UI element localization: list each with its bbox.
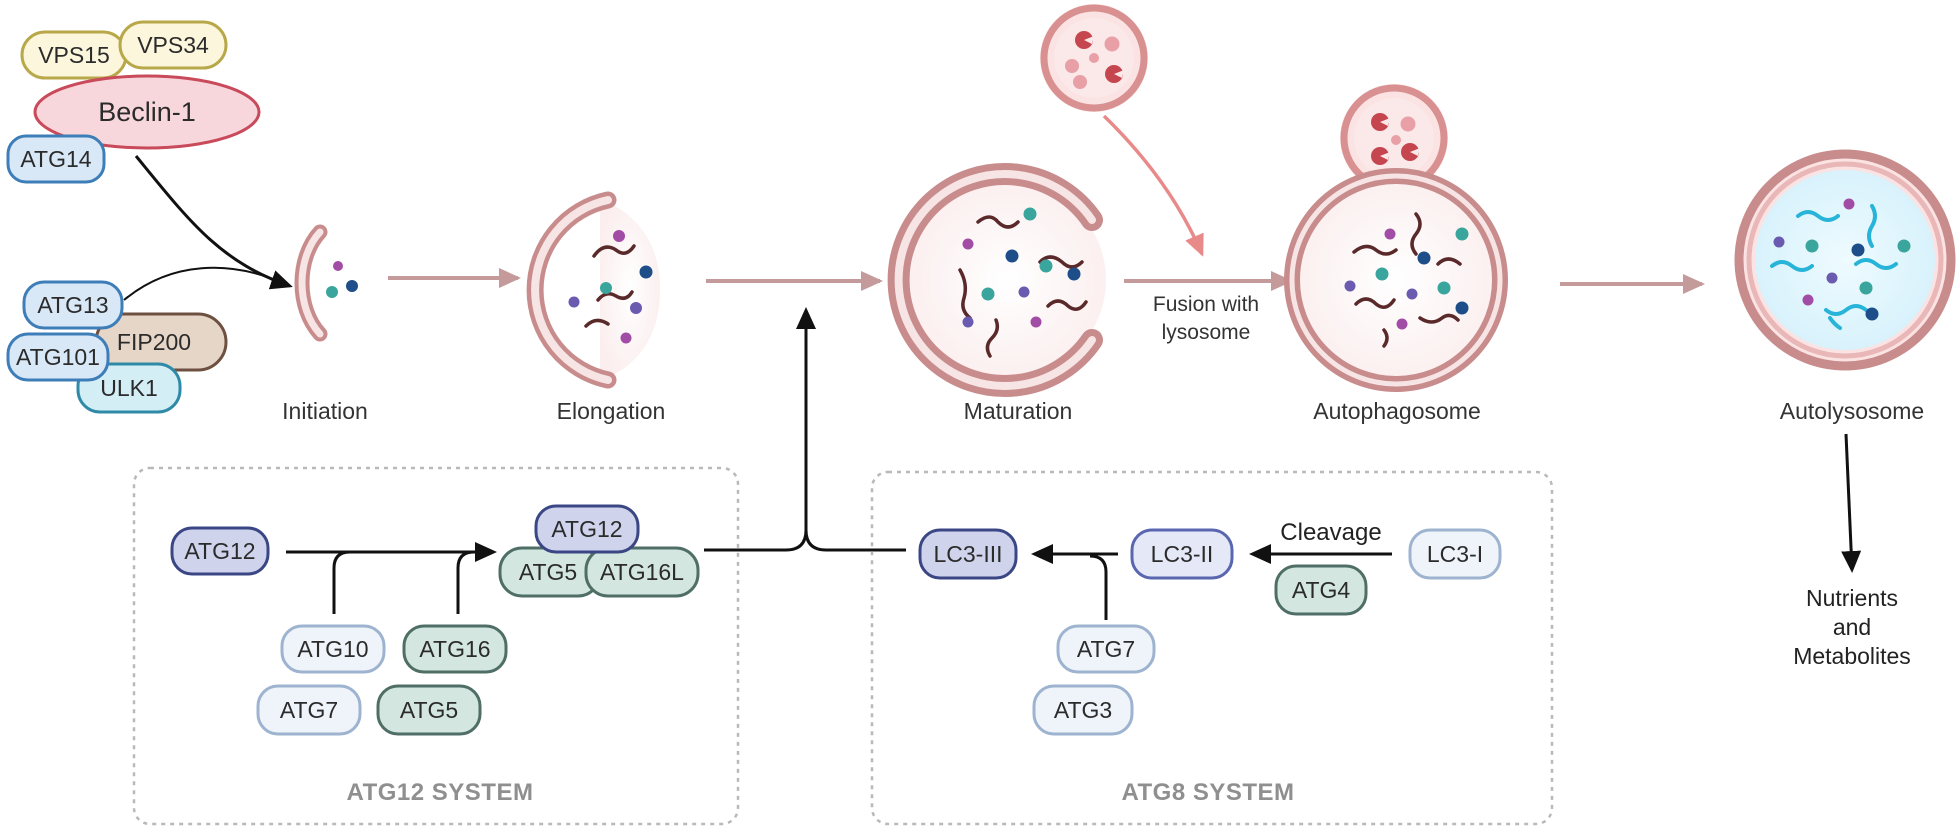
vps34-protein: VPS34 [118, 20, 228, 70]
atg16-input-line [456, 550, 475, 614]
cargo-dot [333, 261, 343, 271]
fip200-protein: FIP200 [94, 312, 228, 372]
stage-label-initiation: Initiation [282, 398, 368, 424]
atg8-to-junction-line [804, 529, 906, 552]
atg101-protein: ATG101 [6, 332, 110, 382]
atg7-label-atg8: ATG7 [1077, 636, 1135, 662]
lysosome-incoming [1040, 4, 1148, 112]
cargo-dot [326, 286, 338, 298]
vps34-label: VPS34 [137, 32, 209, 58]
atg8-system-title: ATG8 SYSTEM [1121, 779, 1294, 806]
pi3k-complex: VPS15 VPS34 Beclin-1 ATG14 [6, 20, 261, 184]
vps15-label: VPS15 [38, 42, 110, 68]
atg3-label: ATG3 [1054, 697, 1112, 723]
complex-atg16l-label: ATG16L [600, 559, 684, 585]
atg12-protein: ATG12 [170, 526, 270, 576]
cleavage-label: Cleavage [1280, 519, 1381, 546]
atg10-label: ATG10 [297, 636, 368, 662]
ulk1-protein: ULK1 [76, 362, 182, 414]
complex-atg12-label: ATG12 [551, 516, 622, 542]
docked-lysosome [1340, 84, 1448, 192]
stage-label-elongation: Elongation [557, 398, 666, 424]
degradation-arrow [1841, 433, 1862, 573]
outputs-line3: Metabolites [1793, 643, 1911, 669]
lc3-i-protein: LC3-I [1408, 528, 1502, 580]
stage-label-autolysosome: Autolysosome [1780, 398, 1924, 424]
lc3-ii-protein: LC3-II [1130, 528, 1234, 580]
atg14-label: ATG14 [20, 146, 91, 172]
atg5-protein: ATG5 [376, 684, 482, 736]
atg10-protein: ATG10 [280, 624, 386, 674]
atg4-protein: ATG4 [1274, 564, 1368, 616]
elongation-structure [526, 191, 660, 389]
outputs-line1: Nutrients [1806, 585, 1898, 611]
atg10-input-line [332, 550, 351, 614]
complex-atg5-label: ATG5 [519, 559, 577, 585]
atg14-protein: ATG14 [6, 134, 106, 184]
beclin1-protein: Beclin-1 [33, 74, 261, 150]
ulk1-to-phagophore-arrow [123, 266, 291, 301]
atg7-protein-atg8: ATG7 [1056, 624, 1156, 674]
maturation-structure [887, 163, 1106, 397]
pi3k-to-phagophore-arrow [134, 155, 293, 290]
ulk1-label: ULK1 [100, 375, 158, 401]
atg12-system-panel: ATG12 SYSTEM ATG12 ATG10 ATG7 ATG16 ATG5… [132, 466, 740, 826]
fusion-label-line2: lysosome [1162, 321, 1251, 344]
atg13-protein: ATG13 [22, 280, 124, 330]
atg7-atg3-input-line [1089, 554, 1108, 620]
stage-label-autophagosome: Autophagosome [1313, 398, 1481, 424]
atg3-protein: ATG3 [1032, 684, 1134, 736]
lc3-iii-label: LC3-III [933, 541, 1002, 567]
atg7-label: ATG7 [280, 697, 338, 723]
atg13-label: ATG13 [37, 292, 108, 318]
atg101-label: ATG101 [16, 344, 100, 370]
atg16-label: ATG16 [419, 636, 490, 662]
outputs-line2: and [1833, 614, 1871, 640]
atg16-protein: ATG16 [402, 624, 508, 674]
stage-label-maturation: Maturation [964, 398, 1073, 424]
ulk1-complex: FIP200 ULK1 ATG13 ATG101 [6, 280, 228, 414]
atg5-label: ATG5 [400, 697, 458, 723]
vps15-protein: VPS15 [20, 30, 128, 80]
autolysosome-structure [1734, 149, 1956, 371]
lc3-ii-label: LC3-II [1151, 541, 1214, 567]
cargo-dot [346, 280, 358, 292]
phagophore-structure [294, 224, 358, 342]
atg12-atg5-atg16l-complex: ATG5 ATG16L ATG12 [498, 504, 700, 598]
atg8-system-panel: ATG8 SYSTEM LC3-III LC3-II LC3-I Cleavag… [870, 470, 1554, 826]
atg12-system-title: ATG12 SYSTEM [347, 779, 534, 806]
fusion-label-line1: Fusion with [1153, 293, 1259, 316]
lysosome-fusion-arrow [1102, 114, 1204, 257]
fip200-label: FIP200 [117, 329, 191, 355]
lc3-i-label: LC3-I [1427, 541, 1483, 567]
lc3-iii-protein: LC3-III [918, 528, 1018, 580]
atg4-label: ATG4 [1292, 577, 1351, 603]
autophagosome-structure [1284, 84, 1508, 392]
beclin1-label: Beclin-1 [98, 97, 196, 127]
atg7-protein: ATG7 [256, 684, 362, 736]
atg12-label: ATG12 [184, 538, 255, 564]
systems-junction-line [704, 307, 816, 552]
